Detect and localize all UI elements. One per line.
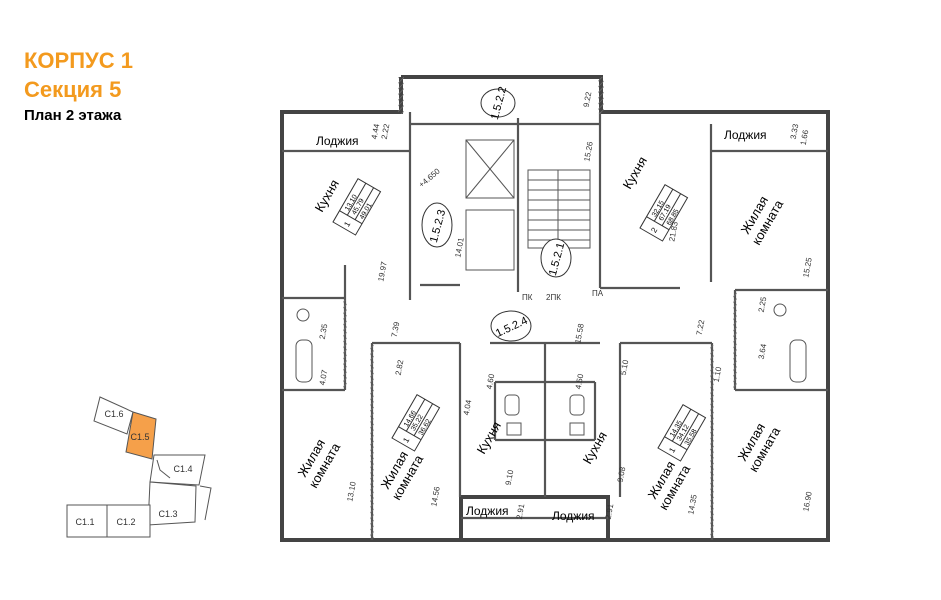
area-label: 2.22 [380,123,392,140]
area-label: 1.66 [799,129,811,146]
area-label: 4.50 [574,373,586,390]
area-label: 4.44 [370,123,382,140]
section-minimap [66,396,212,538]
kitchen-label-top-left: Кухня [312,177,342,215]
area-label: 3.64 [757,343,769,360]
loggia-label-top-right: Лоджия [724,128,767,142]
zone-oval-1521 [540,238,572,278]
minimap-label-c16: С1.6 [104,409,123,419]
plan-heading: КОРПУС 1 Секция 5 План 2 этажа [24,46,133,124]
kitchen-label-bottom-left: Кухня [474,419,504,457]
minimap-section-c11[interactable] [66,504,108,538]
area-label: 14.35 [686,493,698,515]
kitchen-label-top-right: Кухня [620,154,650,192]
area-label: 1.10 [712,366,724,383]
area-label: 2.35 [318,323,330,340]
minimap-section-c15[interactable] [125,411,157,460]
minimap-label-c12: С1.2 [116,517,135,527]
minimap-label-c15: С1.5 [130,432,149,442]
area-label: 16.90 [801,490,813,512]
section-title: Секция 5 [24,77,122,102]
svg-text:1: 1 [401,436,411,445]
apartment-box-3: 1 14.66 35.22 36.62 [391,394,441,452]
zone-oval-1524 [490,310,532,342]
zone-oval-1523 [421,202,453,248]
area-label: 4.07 [318,369,330,386]
living-room-label-bottom-right: Жилая комната [645,458,694,512]
area-label: 14.01 [453,236,465,258]
area-label: 15.58 [573,322,585,344]
area-label: 21.83 [667,220,679,242]
svg-text:1: 1 [342,220,352,229]
stair-label-2pk: 2ПК [546,293,561,302]
minimap-label-c11: С1.1 [75,517,94,527]
area-label: 9.10 [504,469,516,486]
building-title: КОРПУС 1 [24,48,133,73]
staircase [527,169,591,249]
minimap-label-c14: С1.4 [173,464,192,474]
area-label: 2.25 [757,296,769,313]
inner-walls [282,112,828,540]
floor-plan-title: План 2 этажа [24,107,122,124]
svg-text:2: 2 [649,226,659,235]
living-room-label-top-right: Жилая комната [738,193,787,247]
minimap-section-c12[interactable] [105,504,151,538]
area-label: 9.08 [616,466,628,483]
area-label: 7.22 [695,319,707,336]
living-room-label-bottom-far-right: Жилая комната [735,420,784,474]
area-label: 14.56 [429,485,441,507]
apartment-box-2: 2 32.15 67.19 68.85 [639,184,689,242]
zone-oval-1522 [480,88,516,118]
area-label: 3.33 [789,123,801,140]
loggia-label-bottom-left: Лоджия [466,504,509,518]
loggia-label-bottom-right: Лоджия [552,509,595,523]
wall-hatching [343,77,737,538]
area-label: 4.60 [485,373,497,390]
living-room-label-bottom-left: Жилая комната [378,448,427,502]
area-label: 7.39 [390,321,402,338]
living-room-label-bottom-far-left: Жилая комната [295,436,344,490]
area-label: 2.82 [394,359,406,376]
stair-label-pa: ПА [592,289,604,298]
outer-walls [280,75,830,542]
minimap-section-c16[interactable] [93,396,134,435]
area-label: 5.10 [619,359,631,376]
area-label: 9.22 [582,91,594,108]
svg-text:1: 1 [667,446,677,455]
minimap-section-c14[interactable] [149,454,206,486]
loggia-label-top-left: Лоджия [316,134,359,148]
area-label: 2.91 [604,503,616,520]
minimap-label-c13: С1.3 [158,509,177,519]
area-label: 2.91 [515,503,527,520]
apartment-box-1: 1 13.10 45.79 49.01 [332,178,382,236]
area-label: +4.650 [417,166,442,189]
area-label: 19.97 [376,260,388,282]
area-label: 13.10 [345,480,357,502]
apartment-box-4: 1 14.35 34.12 35.58 [657,404,707,462]
stair-label-pk: ПК [522,293,533,302]
area-label: 15.26 [582,140,594,162]
bathroom-fixtures [295,303,807,436]
area-label: 15.25 [801,256,813,278]
elevator-shafts [465,139,515,271]
area-label: 4.04 [462,399,474,416]
